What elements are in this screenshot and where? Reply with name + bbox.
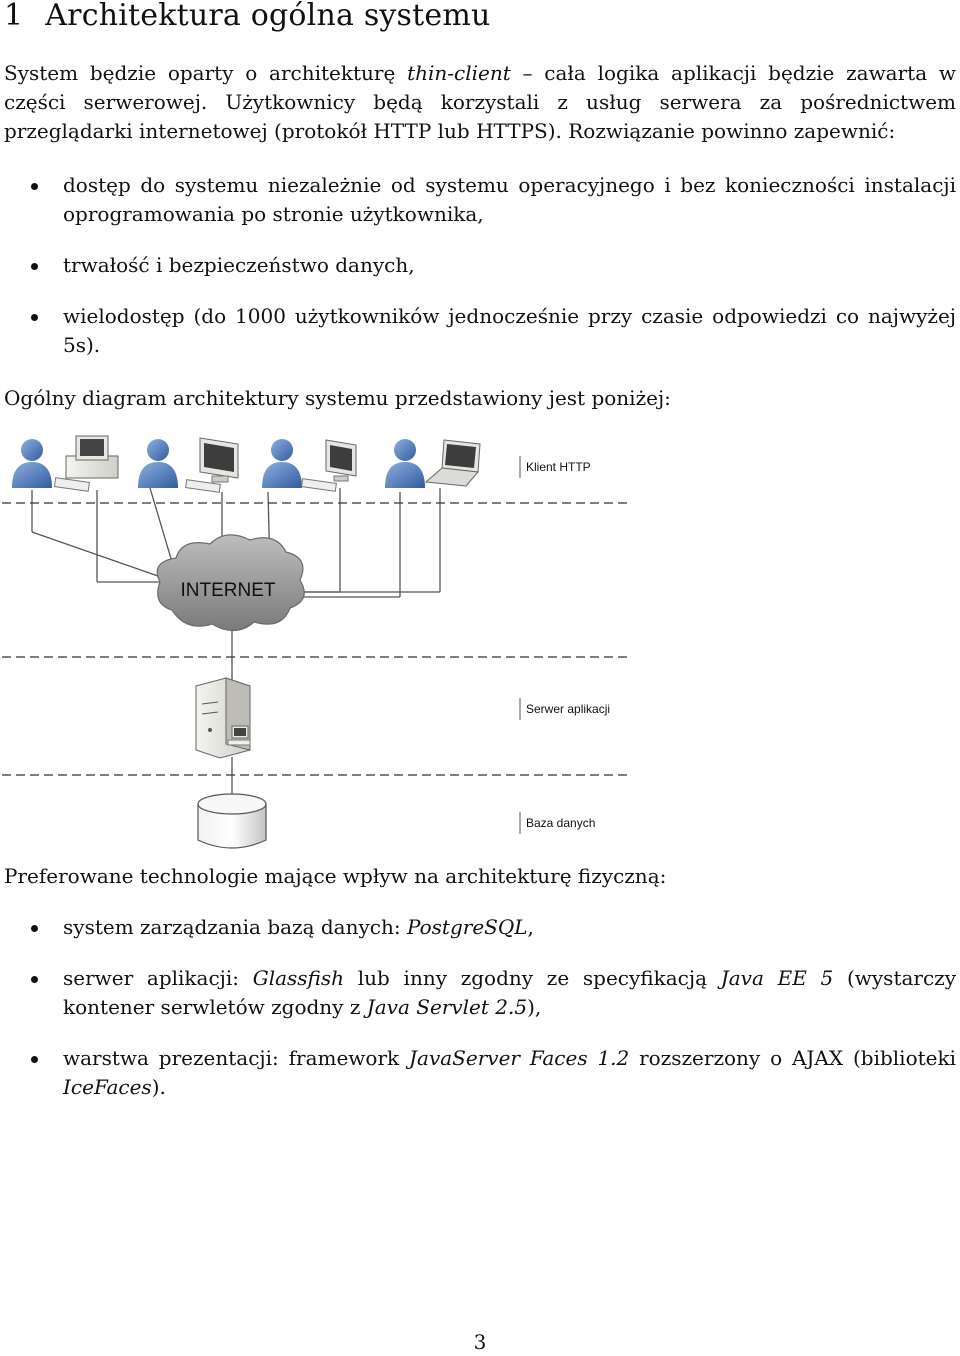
section-heading: 1 Architektura ogólna systemu [4, 0, 491, 33]
intro-text-1: System będzie oparty o architekturę [4, 61, 408, 85]
list-item: wielodostęp (do 1000 użytkowników jednoc… [0, 302, 956, 360]
tech-name: Glassfish [252, 966, 345, 990]
page-number: 3 [473, 1330, 487, 1354]
layer-separators [2, 502, 630, 776]
cloud-icon [156, 534, 305, 632]
user-icon [262, 439, 302, 488]
architecture-diagram: Klient HTTP INTERNET Serwer aplikacji Ba… [2, 435, 630, 849]
server-icon [195, 677, 251, 759]
section-number: 1 [4, 0, 24, 33]
list-item: trwałość i bezpieczeństwo danych, [0, 251, 956, 280]
database-icon [197, 793, 267, 849]
user-icon [138, 439, 178, 488]
section-title: Architektura ogólna systemu [45, 0, 491, 33]
intro-text-2: – cała logika aplikacji będzie zawarta w… [4, 61, 957, 143]
intro-term-thin-client: thin-client [407, 61, 511, 85]
list-item: serwer aplikacji: Glassfish lub inny zgo… [0, 964, 956, 1022]
tech-intro: Preferowane technologie mające wpływ na … [4, 864, 667, 888]
list-item: system zarządzania bazą danych: PostgreS… [0, 913, 956, 942]
tech-name: PostgreSQL [406, 915, 528, 939]
tech-name: Java EE 5 [720, 966, 834, 990]
layer-label-client: Klient HTTP [526, 460, 591, 474]
diagram-intro: Ogólny diagram architektury systemu prze… [4, 386, 671, 410]
layer-label-database: Baza danych [526, 816, 595, 830]
tech-name: IceFaces [63, 1075, 152, 1099]
connection-lines [31, 487, 441, 797]
internet-label: INTERNET [181, 580, 276, 601]
list-item: dostęp do systemu niezależnie od systemu… [0, 171, 956, 229]
monitor-icon [301, 439, 357, 492]
user-icon [385, 439, 425, 488]
tech-name: Java Servlet 2.5 [366, 995, 528, 1019]
list-item: warstwa prezentacji: framework JavaServe… [0, 1044, 956, 1102]
layer-label-server: Serwer aplikacji [526, 702, 610, 716]
laptop-icon [424, 439, 481, 487]
technologies-list: system zarządzania bazą danych: PostgreS… [0, 913, 960, 1102]
tech-name: JavaServer Faces 1.2 [409, 1046, 630, 1070]
user-icon [12, 439, 52, 488]
monitor-icon [185, 437, 239, 493]
desktop-computer-icon [53, 435, 119, 492]
intro-paragraph: System będzie oparty o architekturę thin… [4, 59, 956, 146]
requirements-list: dostęp do systemu niezależnie od systemu… [0, 171, 960, 360]
